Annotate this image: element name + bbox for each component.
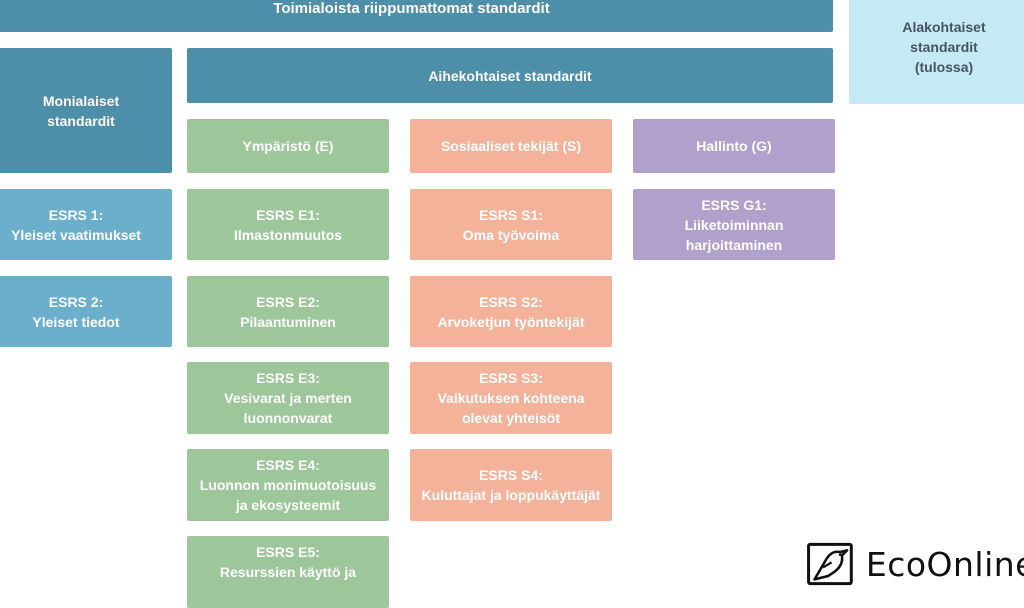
top-banner-label: Toimialoista riippumattomat standardit [273,0,550,17]
sector-line: (tulossa) [914,59,974,75]
box-title: Yleiset tiedot [32,313,120,330]
esrs-e1-box: ESRS E1: Ilmastonmuutos [187,189,389,260]
box-code: ESRS E1: [256,206,320,223]
box-title: luonnonvarat [243,410,333,426]
esrs-e4-box: ESRS E4: Luonnon monimuotoisuus ja ekosy… [187,449,389,521]
environment-header-label: Ympäristö (E) [242,138,334,154]
box-title: olevat yhteisöt [461,410,561,426]
box-code: ESRS E5: [256,544,320,560]
esrs-1-box: ESRS 1: Yleiset vaatimukset [0,189,172,260]
logo-text: EcoOnline [865,544,1024,584]
social-header-label: Sosiaaliset tekijät (S) [440,138,582,154]
box-code: ESRS S4: [479,467,543,483]
bird-icon [807,542,853,586]
topical-header: Aihekohtaiset standardit [187,48,833,103]
esrs-s4-box: ESRS S4: Kuluttajat ja loppukäyttäjät [410,449,612,521]
box-code: ESRS E2: [256,293,320,310]
box-title: Luonnon monimuotoisuus [199,477,377,493]
cross-cutting-header: Monialaiset standardit [0,48,172,173]
sector-line: standardit [910,39,978,55]
box-code: ESRS E3: [256,370,320,386]
esrs-e2-box: ESRS E2: Pilaantuminen [187,276,389,347]
box-title: Ilmastonmuutos [233,226,343,243]
ecoonline-logo: EcoOnline [806,536,1024,592]
box-title: Arvoketjun työntekijät [437,313,585,330]
box-code: ESRS S2: [479,293,543,310]
box-code: ESRS E4: [256,457,320,473]
box-title: Yleiset vaatimukset [11,226,141,243]
cross-cutting-line: standardit [47,112,115,129]
sector-specific-box: Alakohtaiset standardit (tulossa) [849,0,1024,104]
box-title: ja ekosysteemit [235,497,341,513]
topical-header-label: Aihekohtaiset standardit [428,67,592,84]
box-title: Liiketoiminnan [684,216,784,233]
esrs-s2-box: ESRS S2: Arvoketjun työntekijät [410,276,612,347]
governance-header: Hallinto (G) [633,119,835,173]
box-title: Kuluttajat ja loppukäyttäjät [421,487,601,503]
esrs-s3-box: ESRS S3: Vaikutuksen kohteena olevat yht… [410,362,612,434]
top-banner: Toimialoista riippumattomat standardit [0,0,833,32]
esrs-e5-box: ESRS E5: Resurssien käyttö ja [187,536,389,608]
box-title: Oma työvoima [462,226,560,243]
box-title: Vaikutuksen kohteena [437,390,585,406]
sector-line: Alakohtaiset [902,19,986,35]
box-code: ESRS S3: [479,370,543,386]
social-header: Sosiaaliset tekijät (S) [410,119,612,173]
governance-header-label: Hallinto (G) [696,138,772,154]
box-title: harjoittaminen [685,236,783,253]
esrs-2-box: ESRS 2: Yleiset tiedot [0,276,172,347]
box-code: ESRS 2: [48,293,104,310]
esrs-g1-box: ESRS G1: Liiketoiminnan harjoittaminen [633,189,835,260]
box-code: ESRS S1: [479,206,543,223]
box-title: Resurssien käyttö ja [219,564,357,580]
box-code: ESRS G1: [701,196,767,213]
environment-header: Ympäristö (E) [187,119,389,173]
esrs-s1-box: ESRS S1: Oma työvoima [410,189,612,260]
box-title: Vesivarat ja merten [224,390,352,406]
box-title: Pilaantuminen [240,313,336,330]
box-code: ESRS 1: [48,206,104,223]
cross-cutting-line: Monialaiset [42,92,120,109]
esrs-e3-box: ESRS E3: Vesivarat ja merten luonnonvara… [187,362,389,434]
